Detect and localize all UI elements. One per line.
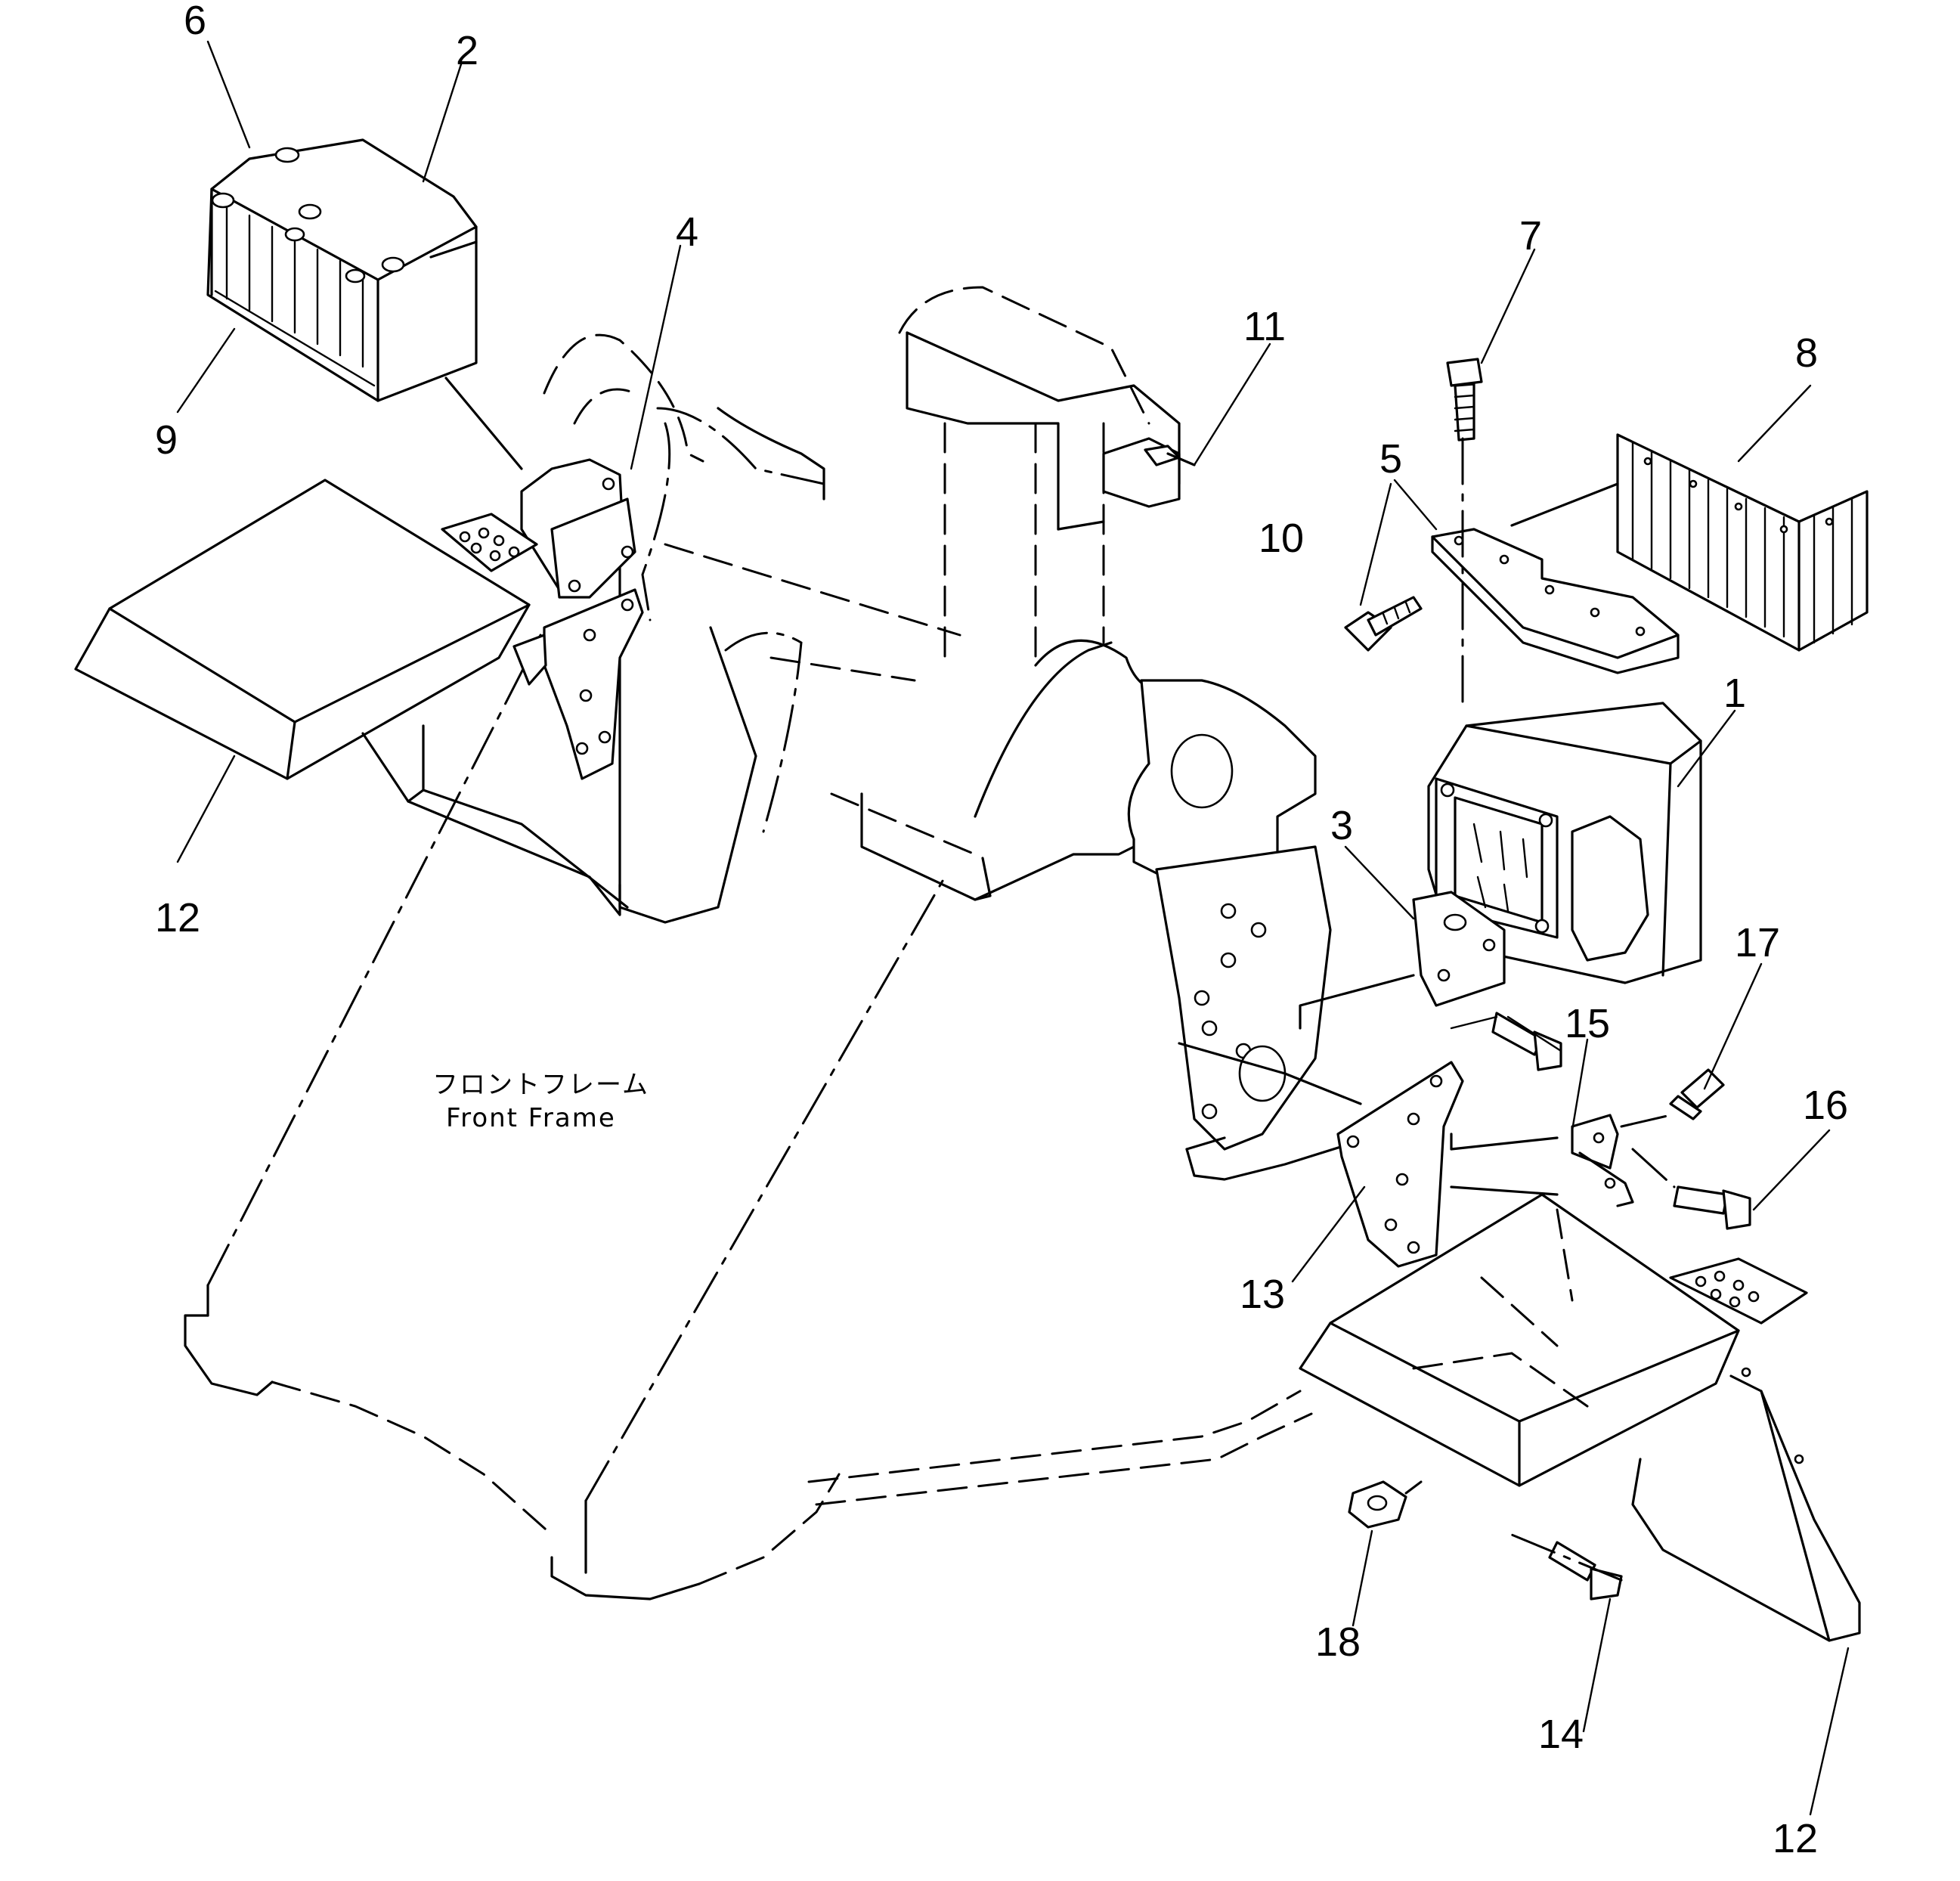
front-frame-label-english: Front Frame [446, 1103, 616, 1133]
step-holes-left [459, 527, 520, 562]
work-lamp-left [206, 138, 478, 402]
callout-13: 13 [1240, 1272, 1285, 1317]
callout-1: 1 [1723, 671, 1746, 716]
callout-12-right: 12 [1773, 1816, 1818, 1861]
callout-17: 17 [1735, 920, 1780, 965]
bolt-16 [1673, 1185, 1751, 1230]
lamp-bracket-5 [1431, 528, 1680, 674]
bolt-7 [1446, 358, 1483, 442]
bolt-14 [1548, 1541, 1623, 1601]
callout-labels: 1 2 3 4 5 6 7 8 9 10 11 12 12 13 14 15 1… [155, 0, 1848, 1861]
step-holes-right [1695, 1270, 1760, 1308]
callout-9: 9 [155, 417, 178, 463]
bolt-17 [1669, 1068, 1725, 1120]
callout-14: 14 [1538, 1712, 1584, 1757]
nut-18 [1348, 1480, 1407, 1529]
callout-16: 16 [1803, 1083, 1848, 1128]
bolt-11 [1144, 445, 1196, 466]
cover-panel-8 [1510, 433, 1869, 652]
callout-3: 3 [1330, 803, 1353, 848]
front-frame [184, 286, 1362, 1601]
callout-2: 2 [456, 28, 478, 73]
callout-6: 6 [184, 0, 206, 43]
lamp-bracket-left [444, 377, 644, 780]
step-fender-right [1299, 1193, 1861, 1642]
callout-12-left: 12 [155, 895, 200, 940]
step-fender-left [74, 479, 629, 916]
bolt-3-mount [1491, 1012, 1562, 1071]
work-lamp-right [1427, 702, 1702, 984]
callout-5: 5 [1379, 436, 1402, 482]
front-frame-label-japanese: フロントフレーム [432, 1070, 649, 1100]
callout-8: 8 [1795, 330, 1818, 376]
bracket-15 [1571, 1114, 1634, 1207]
callout-7: 7 [1519, 213, 1542, 259]
lamp-bracket-right [1412, 891, 1506, 1007]
bolt-10 [1344, 596, 1423, 652]
lamp-lens-grid [214, 203, 376, 387]
leader-lines [176, 40, 1850, 1816]
callout-11: 11 [1243, 304, 1286, 349]
front-frame-label: フロントフレーム Front Frame [432, 1070, 649, 1133]
callout-4: 4 [676, 209, 698, 255]
callout-15: 15 [1565, 1001, 1610, 1046]
bracket-13 [1336, 1061, 1464, 1268]
callout-10: 10 [1259, 516, 1304, 561]
callout-18: 18 [1315, 1619, 1361, 1665]
